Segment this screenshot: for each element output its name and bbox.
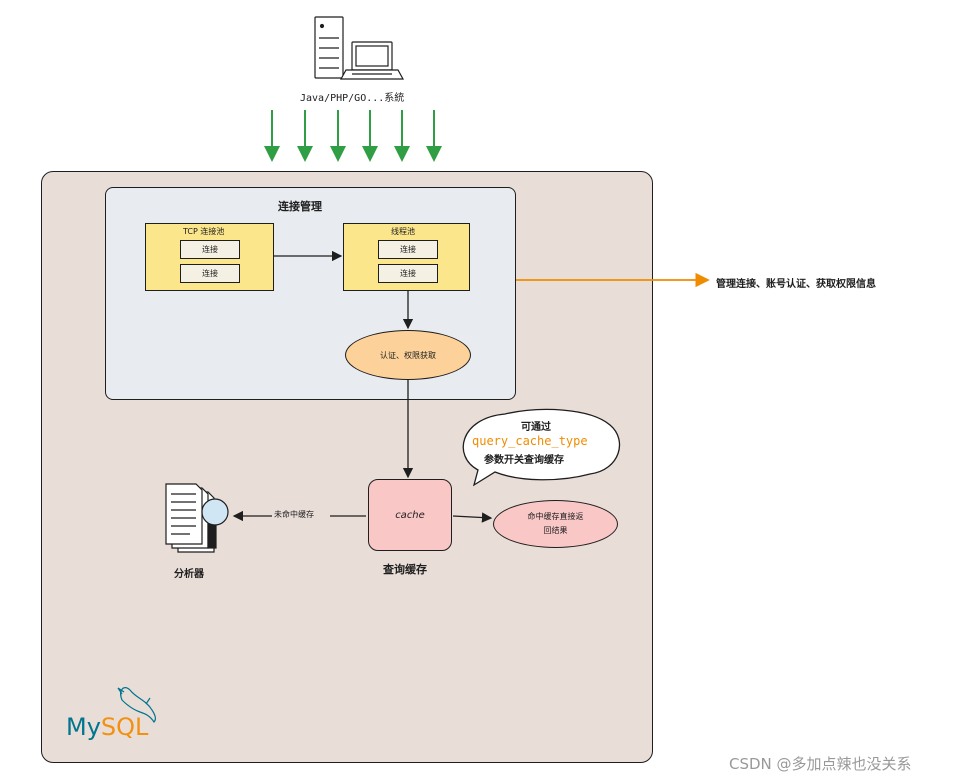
cache-miss-label: 未命中缓存 <box>274 510 314 519</box>
cache-box: cache <box>368 479 452 551</box>
thread-pool-label: 线程池 <box>391 227 415 236</box>
cache-hit-ellipse: 命中缓存直接返 回结果 <box>493 500 618 548</box>
cache-hit-line1: 命中缓存直接返 <box>527 512 584 521</box>
connection-management-title: 连接管理 <box>278 200 322 213</box>
tcp-connection-2: 连接 <box>180 264 240 283</box>
tcp-pool-label: TCP 连接池 <box>183 227 225 236</box>
server-tower-icon <box>314 16 344 79</box>
query-cache-caption: 查询缓存 <box>383 563 427 576</box>
mysql-logo-sql: SQL <box>100 713 149 741</box>
watermark: CSDN @多加点辣也没关系 <box>729 755 912 773</box>
client-request-arrows <box>264 110 442 162</box>
auth-ellipse: 认证、权限获取 <box>345 330 471 380</box>
bubble-line1: 可通过 <box>521 422 551 433</box>
connection-side-note: 管理连接、账号认证、获取权限信息 <box>716 279 876 290</box>
client-label: Java/PHP/GO...系統 <box>300 93 405 104</box>
mysql-logo-my: My <box>66 713 101 741</box>
dolphin-icon <box>117 687 156 723</box>
laptop-icon <box>339 41 405 80</box>
cache-hit-line2: 回结果 <box>543 526 568 535</box>
cache-to-hit-arrow <box>452 512 493 523</box>
thread-connection-1: 连接 <box>378 240 438 259</box>
bubble-param: query_cache_type <box>472 434 588 448</box>
document-magnifier-icon <box>165 483 229 553</box>
mysql-logo: MySQL <box>66 713 148 741</box>
analyzer-label: 分析器 <box>174 569 204 580</box>
tcp-connection-1: 连接 <box>180 240 240 259</box>
thread-connection-2: 连接 <box>378 264 438 283</box>
bubble-line3: 参数开关查询缓存 <box>484 455 564 466</box>
